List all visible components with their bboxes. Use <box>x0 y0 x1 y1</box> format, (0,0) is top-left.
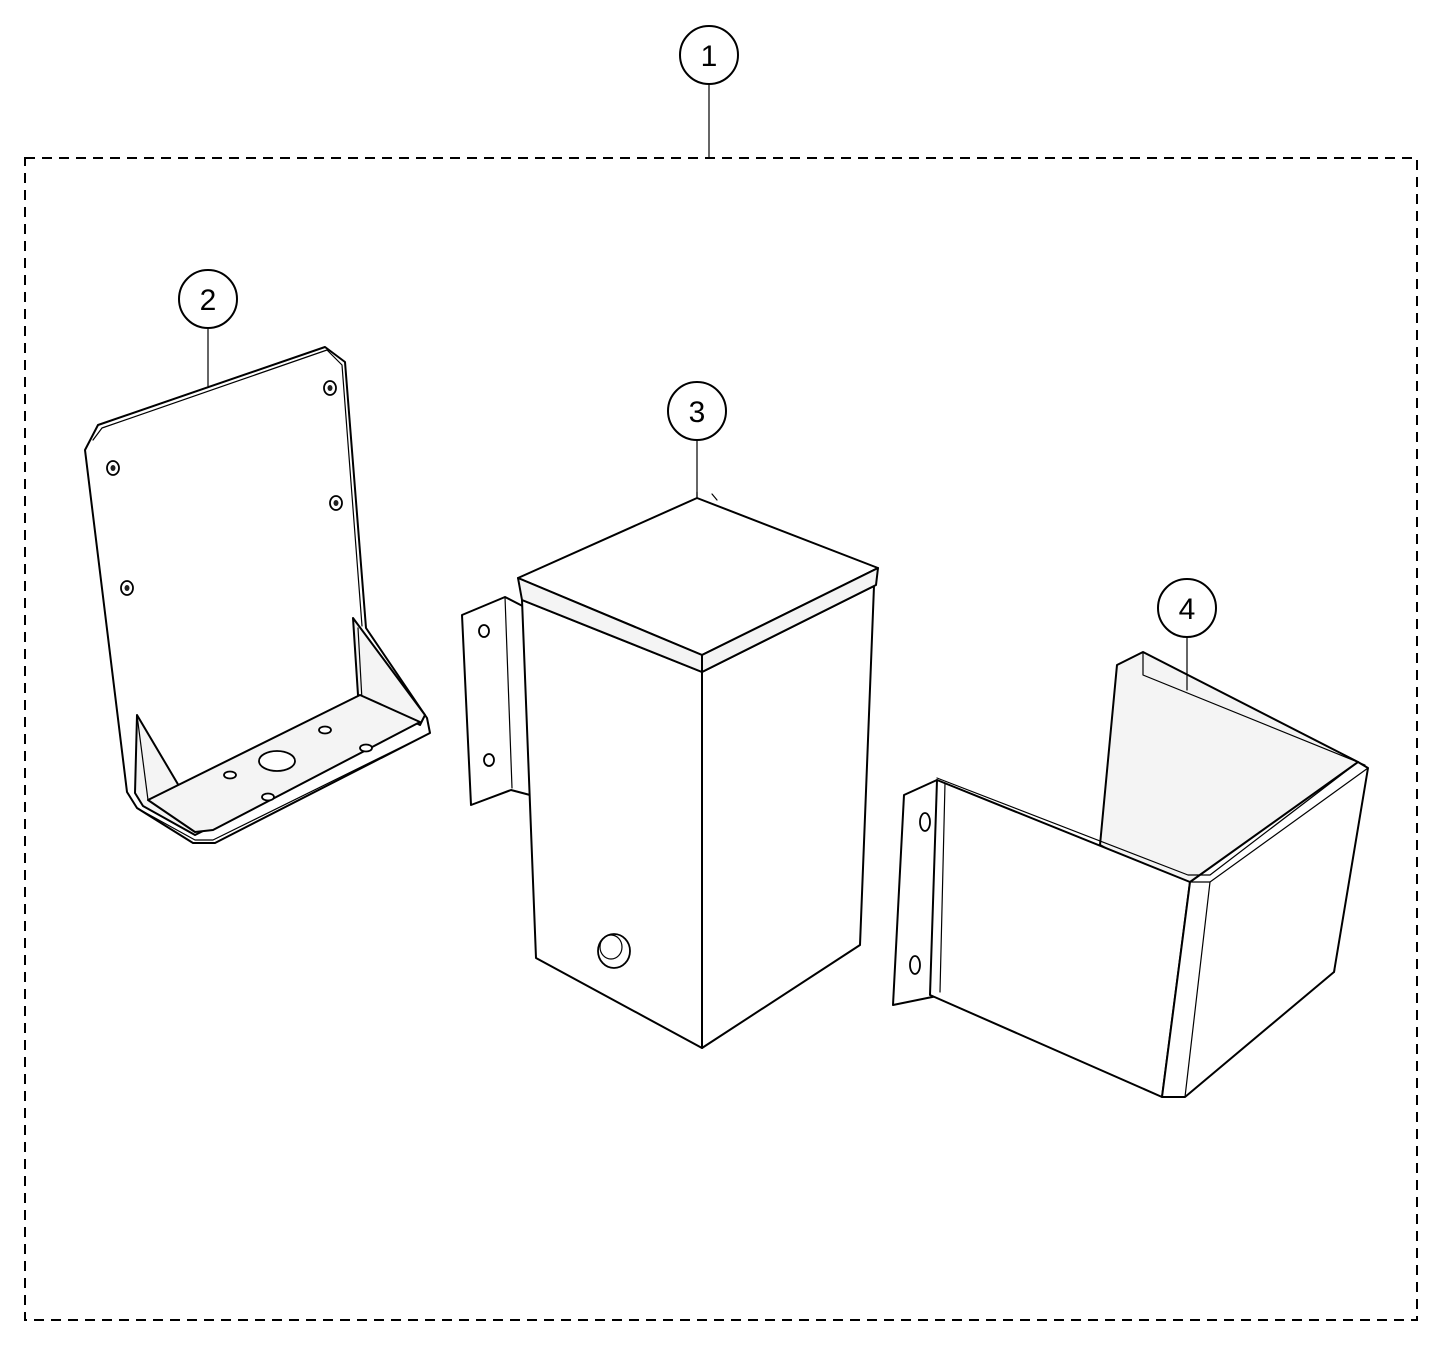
bracket-holes <box>106 380 343 596</box>
callout-2-label: 2 <box>200 284 217 317</box>
part-4-cover <box>892 651 1369 1098</box>
callout-3[interactable]: 3 <box>667 381 727 498</box>
assembly-boundary <box>24 157 1418 1321</box>
part-3-enclosure <box>461 491 879 1049</box>
callout-1-label: 1 <box>701 40 718 73</box>
base-holes <box>223 725 373 802</box>
callout-2[interactable]: 2 <box>178 269 238 387</box>
callout-4-label: 4 <box>1179 593 1196 626</box>
callout-1[interactable]: 1 <box>679 25 739 159</box>
callout-4[interactable]: 4 <box>1157 578 1217 691</box>
part-2-mounting-bracket <box>84 346 431 844</box>
callout-3-label: 3 <box>689 396 706 429</box>
